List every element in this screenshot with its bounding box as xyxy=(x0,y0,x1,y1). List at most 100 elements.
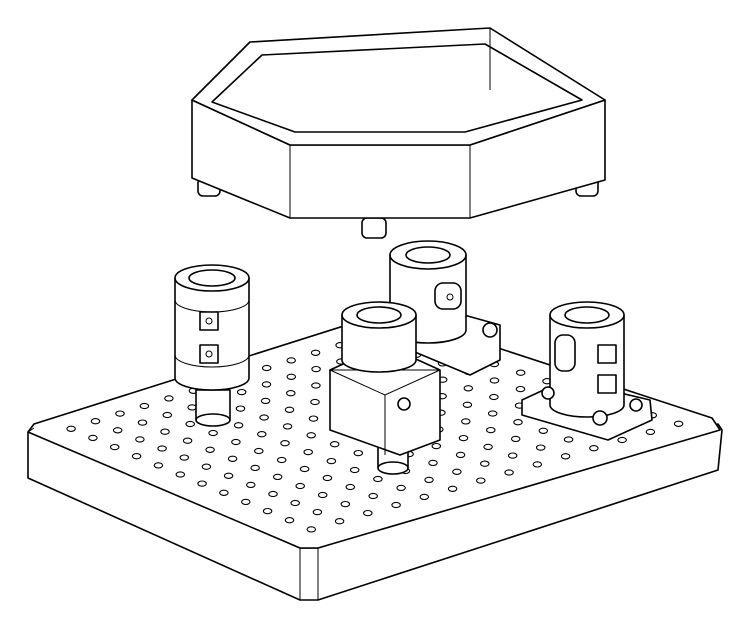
plate-hole xyxy=(510,435,521,443)
plate-hole xyxy=(201,463,212,470)
plate-hole xyxy=(280,440,290,447)
tray xyxy=(191,27,606,239)
plate-hole xyxy=(231,438,241,446)
plate-hole xyxy=(452,468,462,475)
plate-hole xyxy=(310,349,321,356)
plate-hole xyxy=(345,483,356,491)
plate-hole xyxy=(259,414,269,421)
plate-hole xyxy=(483,443,493,451)
plate-hole xyxy=(219,489,229,496)
plate-hole xyxy=(455,451,466,459)
plate-hole xyxy=(282,423,293,430)
plate-hole xyxy=(135,436,145,443)
plate-hole xyxy=(306,526,317,533)
plate-hole xyxy=(373,475,383,483)
plate-hole xyxy=(299,465,310,473)
plate-hole xyxy=(326,457,337,465)
plate-hole xyxy=(560,453,571,460)
plate-hole xyxy=(208,429,218,437)
plate-hole xyxy=(310,398,320,406)
plate-hole xyxy=(368,492,378,500)
plate-hole xyxy=(589,445,599,452)
plate-hole xyxy=(187,404,197,411)
plate-hole xyxy=(284,406,295,413)
plate-hole xyxy=(461,418,471,425)
plate-hole xyxy=(462,401,473,408)
plate-hole xyxy=(317,491,328,499)
plate-hole xyxy=(205,446,215,453)
plate-hole xyxy=(391,501,401,509)
plate-hole xyxy=(164,395,174,402)
plate-hole xyxy=(396,484,406,492)
plate-hole xyxy=(223,472,234,479)
plate-hole xyxy=(515,385,526,393)
plate-hole xyxy=(645,428,656,436)
plate-hole xyxy=(513,419,523,426)
plate-hole xyxy=(109,443,120,451)
plate-hole xyxy=(66,425,76,432)
plate-hole xyxy=(515,369,526,376)
plate-hole xyxy=(458,434,469,442)
plate-hole xyxy=(261,364,272,372)
plate-hole xyxy=(233,422,244,429)
plate-hole xyxy=(311,382,321,389)
plate-hole xyxy=(431,442,442,450)
plate-hole xyxy=(115,410,125,417)
plate-hole xyxy=(185,420,195,428)
plate-hole xyxy=(507,452,518,459)
plate-hole xyxy=(480,460,490,467)
plate-hole xyxy=(272,473,283,481)
plate-hole xyxy=(535,444,546,451)
plate-hole xyxy=(139,402,150,410)
plate-hole xyxy=(486,426,496,434)
plate-hole xyxy=(340,500,351,508)
right-clamp xyxy=(521,301,653,441)
front-center-clamp xyxy=(329,301,441,475)
plate-hole xyxy=(268,490,278,498)
plate-hole xyxy=(322,474,333,482)
plate-hole xyxy=(260,397,271,405)
plate-hole xyxy=(329,441,340,448)
plate-hole xyxy=(160,428,170,435)
plate-hole xyxy=(241,498,251,506)
plate-hole xyxy=(428,459,438,467)
plate-hole xyxy=(137,419,148,426)
plate-hole xyxy=(532,461,543,468)
plate-hole xyxy=(312,508,323,516)
plate-hole xyxy=(290,499,300,507)
plate-hole xyxy=(295,482,305,490)
plate-hole xyxy=(286,373,297,380)
plate-hole xyxy=(617,436,627,444)
plate-hole xyxy=(284,517,295,524)
plate-hole xyxy=(303,448,313,456)
plate-hole xyxy=(311,365,321,373)
plate-hole xyxy=(286,357,296,364)
plate-hole xyxy=(476,477,486,484)
plate-hole xyxy=(334,518,345,525)
plate-hole xyxy=(363,509,373,517)
plate-hole xyxy=(197,480,207,487)
plate-hole xyxy=(90,418,101,425)
plate-hole xyxy=(162,411,173,419)
plate-hole xyxy=(182,437,193,444)
plate-hole xyxy=(504,469,514,476)
plate-hole xyxy=(353,449,364,457)
plate-hole xyxy=(538,427,549,434)
plate-hole xyxy=(246,481,256,489)
plate-hole xyxy=(179,454,190,461)
plate-hole xyxy=(235,405,246,412)
plate-hole xyxy=(88,434,98,442)
plate-hole xyxy=(261,381,272,388)
plate-hole xyxy=(276,456,287,464)
plate-hole xyxy=(424,476,434,484)
plate-hole xyxy=(286,390,296,397)
plate-hole xyxy=(112,427,123,434)
plate-hole xyxy=(349,466,360,474)
plate-hole xyxy=(153,462,164,469)
plate-hole xyxy=(489,393,499,401)
plate-hole xyxy=(236,388,247,396)
plate-hole xyxy=(250,464,260,472)
plate-hole xyxy=(262,507,273,515)
plate-hole xyxy=(308,415,319,422)
